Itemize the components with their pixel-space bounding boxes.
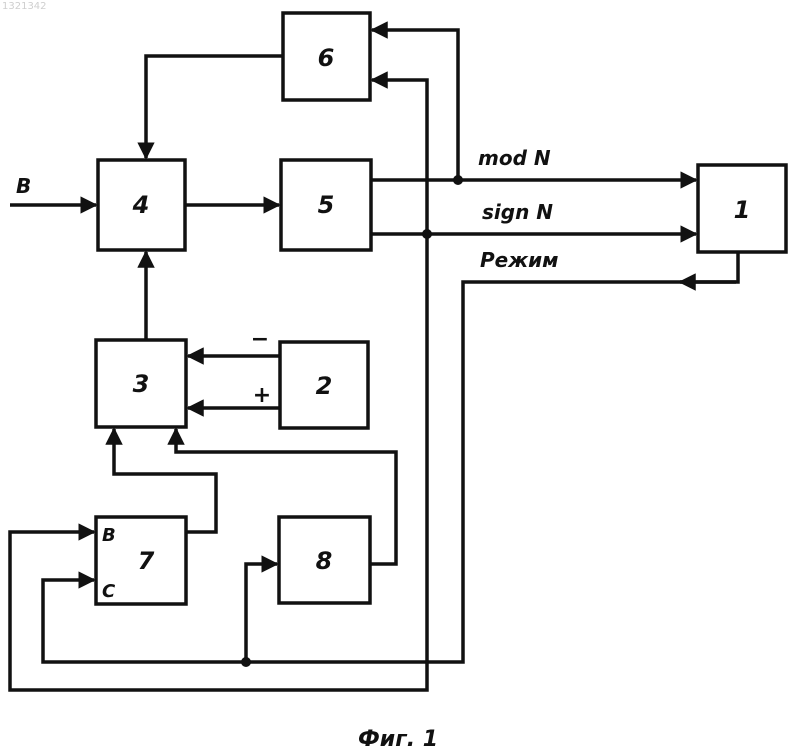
- block-1: 1: [698, 165, 786, 252]
- wire-mode-to-8: [246, 564, 277, 662]
- wire-6-to-4: [146, 56, 283, 158]
- junction-mod: [453, 175, 463, 185]
- sign-n-label: sign N: [482, 200, 553, 224]
- block-3: 3: [96, 340, 186, 427]
- mode-label: Режим: [480, 248, 559, 272]
- mod-n-label: mod N: [478, 146, 551, 170]
- block-4: 4: [98, 160, 185, 250]
- block-7-input-c: C: [102, 581, 116, 602]
- block-1-label: 1: [734, 196, 751, 224]
- wire-sign-to-6: [372, 80, 427, 234]
- block-2-label: 2: [316, 372, 333, 400]
- figure-caption: Фиг. 1: [358, 727, 438, 752]
- junction-sign: [422, 229, 432, 239]
- block-7-label: 7: [138, 547, 155, 575]
- block-7-input-b: B: [102, 525, 116, 546]
- block-5-label: 5: [318, 191, 335, 219]
- block-6-label: 6: [318, 44, 335, 72]
- input-label: B: [16, 174, 31, 198]
- doc-id: 1321342: [2, 1, 47, 12]
- block-4-label: 4: [132, 191, 150, 219]
- block-3-label: 3: [133, 370, 150, 398]
- block-2: 2: [280, 342, 368, 428]
- block-5: 5: [281, 160, 371, 250]
- block-8: 8: [279, 517, 370, 603]
- block-7: 7 B C: [96, 517, 186, 604]
- block-6: 6: [283, 13, 370, 100]
- wire-sign-to-7b: [10, 234, 427, 690]
- minus-sign: −: [251, 327, 269, 352]
- junction-bottom: [241, 657, 251, 667]
- block-8-label: 8: [316, 547, 333, 575]
- wire-mod-to-6: [372, 30, 458, 180]
- plus-sign: +: [253, 383, 271, 408]
